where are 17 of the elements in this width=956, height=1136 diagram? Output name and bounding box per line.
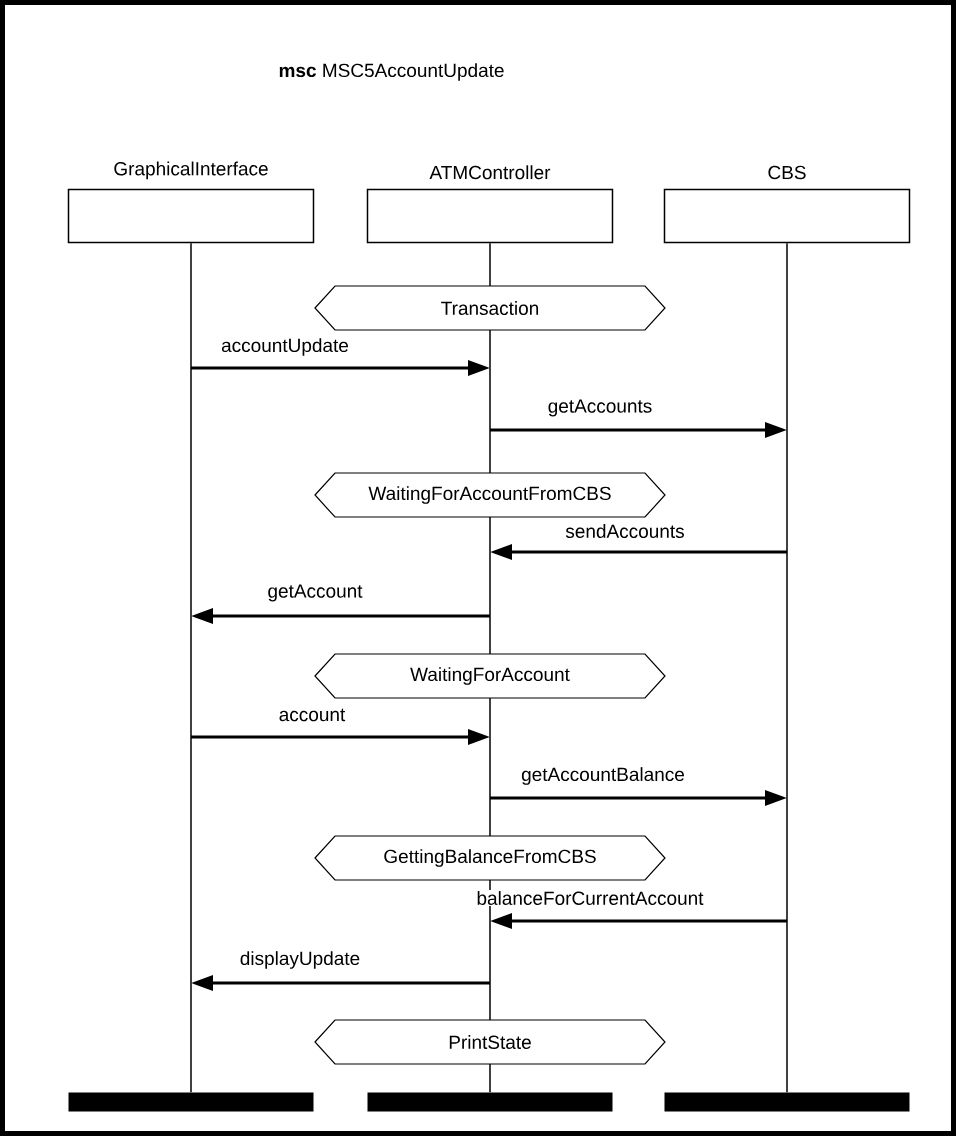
- message-label: accountUpdate: [220, 337, 350, 357]
- condition-hexagon: Transaction: [314, 285, 666, 331]
- node-label: GraphicalInterface: [114, 161, 268, 180]
- node-label: CBS: [768, 165, 806, 180]
- message-label: getAccountBalance: [520, 766, 686, 786]
- node-label: ATMController: [429, 165, 551, 180]
- message-label: getAccounts: [546, 398, 654, 418]
- diagram-title: msc MSC5AccountUpdate: [279, 63, 504, 81]
- message-label: displayUpdate: [238, 950, 362, 970]
- condition-hexagon: WaitingForAccount: [314, 653, 666, 699]
- message-label: getAccount: [266, 583, 364, 603]
- message-label: balanceForCurrentAccount: [475, 890, 705, 906]
- condition-hexagon: GettingBalanceFromCBS: [314, 835, 666, 881]
- message-label: sendAccounts: [564, 523, 686, 539]
- condition-hexagon: PrintState: [314, 1019, 666, 1065]
- message-label: account: [277, 707, 347, 723]
- condition-hexagon: WaitingForAccountFromCBS: [314, 472, 666, 518]
